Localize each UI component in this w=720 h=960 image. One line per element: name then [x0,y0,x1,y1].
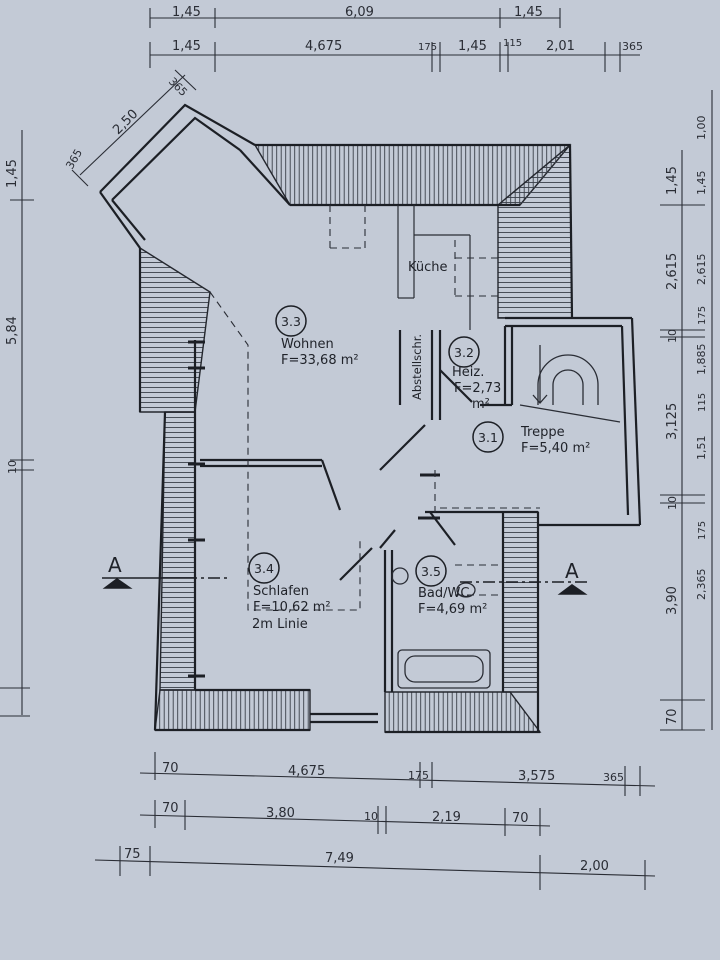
dimension-lines [0,8,713,890]
room-schlafen: 3.4 Schlafen F=10,62 m² [253,561,331,615]
diagonal-dimension-line [71,69,197,187]
room-number-wohnen: 3.3 [281,314,301,329]
dim-bottom-2-c: 10 [364,810,378,823]
dim-bottom-3-a: 75 [124,847,141,862]
room-circle-heiz [448,336,480,368]
dim-bottom-1-c: 175 [408,769,429,782]
kitchen-counter [397,205,471,330]
dim-right-outer-f: 115 [697,393,708,412]
label-abstellschr: Abstellschr. [410,334,424,400]
room-number-treppe: 3.1 [478,430,498,445]
label-kueche: Küche [408,260,448,275]
dim-right-e: 10 [666,496,679,510]
room-area-unit-heiz: m² [472,397,490,412]
room-area-schlafen: F=10,62 m² [253,600,331,615]
label-2m-linie: 2m Linie [252,617,308,632]
dim-right-outer-g: 1,51 [695,436,708,461]
dim-right-outer-i: 2,365 [695,569,708,601]
section-label-right: A [565,559,579,583]
room-number-schlafen: 3.4 [254,561,274,576]
dim-top-2-a: 1,45 [172,39,201,54]
dashed-lines [209,205,540,611]
dim-right-d: 3,125 [665,403,680,440]
dim-top-2-c: 175 [418,42,437,53]
dim-bottom-1-a: 70 [162,761,179,776]
dim-right-c: 10 [666,329,679,343]
room-wohnen: 3.3 Wohnen F=33,68 m² [281,314,359,368]
dim-right-outer-c: 2,615 [695,254,708,286]
bathtub [397,649,491,689]
section-label-left: A [108,553,122,577]
staircase [519,345,621,423]
walls [99,103,642,734]
room-treppe: 3.1 Treppe F=5,40 m² [478,425,590,456]
dim-right-outer-e: 1,885 [695,344,708,376]
room-number-heiz: 3.2 [454,345,474,360]
dim-right-outer-d: 175 [697,306,708,325]
dim-diagonal-b: 365 [166,75,190,99]
dim-top-2-g: 365 [622,40,643,53]
dim-left-c: 10 [6,460,19,474]
roof-slope-hatching [139,143,573,733]
room-name-treppe: Treppe [520,425,565,440]
dim-top-2-b: 4,675 [305,39,342,54]
dim-bottom-1-d: 3,575 [518,769,555,784]
room-area-bad: F=4,69 m² [418,602,487,617]
dim-bottom-1-b: 4,675 [288,764,325,779]
dim-right-g: 70 [665,708,680,725]
dim-diagonal-a: 2,50 [110,107,141,138]
room-circle-treppe [472,421,504,453]
dim-right-a: 1,45 [665,166,680,195]
room-name-bad: Bad/WC [418,586,469,601]
room-name-schlafen: Schlafen [253,584,309,599]
room-circle-wohnen [275,305,307,337]
dim-top-2-e: 115 [503,38,522,49]
dim-top-2-d: 1,45 [458,39,487,54]
dim-left-a: 1,45 [5,159,20,188]
dim-right-outer-a: 1,00 [695,116,708,141]
dim-right-b: 2,615 [665,253,680,290]
toilet [456,582,476,598]
dim-diagonal-c: 365 [63,147,85,172]
dim-bottom-2-b: 3,80 [266,806,295,821]
room-area-treppe: F=5,40 m² [521,441,590,456]
dim-top-1-c: 1,45 [514,5,543,20]
dim-bottom-1-e: 365 [603,771,624,784]
room-name-wohnen: Wohnen [281,337,334,352]
room-bad: 3.5 Bad/WC F=4,69 m² [418,564,487,617]
dim-right-outer-b: 1,45 [695,171,708,196]
dim-right-outer-h: 175 [697,521,708,540]
dim-bottom-3-b: 7,49 [325,851,354,866]
room-circle-bad [415,555,447,587]
section-line [102,577,590,595]
room-number-bad: 3.5 [421,564,441,579]
dim-top-1-a: 1,45 [172,5,201,20]
room-area-heiz: F=2,73 [454,381,501,396]
dim-bottom-3-c: 2,00 [580,859,609,874]
dim-top-1-b: 6,09 [345,5,374,20]
dim-bottom-2-e: 70 [512,811,529,826]
dim-left-b: 5,84 [5,316,20,345]
wall-ticks [188,340,440,678]
room-name-heiz: Heiz. [452,365,484,380]
bathroom-fixtures [391,567,491,689]
washbasin [391,567,409,585]
dim-bottom-2-d: 2,19 [432,810,461,825]
room-heiz: 3.2 Heiz. F=2,73 m² [452,345,501,412]
dim-bottom-2-a: 70 [162,801,179,816]
dim-top-2-f: 2,01 [546,39,575,54]
dim-right-f: 3,90 [665,586,680,615]
room-area-wohnen: F=33,68 m² [281,353,359,368]
room-circle-schlafen [248,552,280,584]
